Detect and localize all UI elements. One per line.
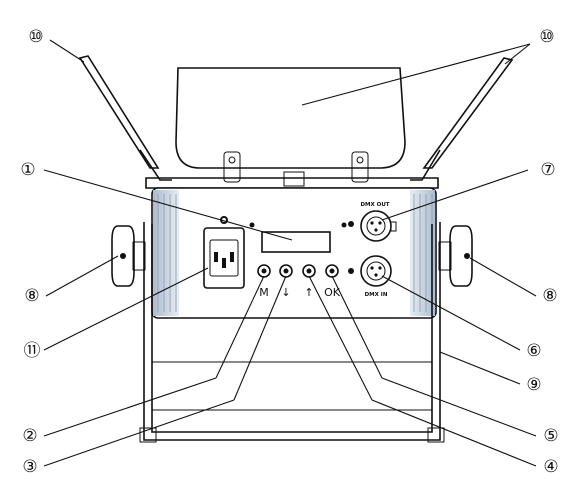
callout-10-right: ⑩ [539,27,554,47]
callout-7: ⑦ [540,160,555,180]
callout-1: ① [20,160,35,180]
lcd-display [261,231,331,253]
barn-door-top [175,67,406,187]
callout-2: ② [22,426,37,446]
barn-door-arm-left [78,55,172,181]
callout-3: ③ [22,457,37,477]
callout-8-left: ⑧ [24,286,39,306]
knob-left[interactable] [111,225,146,287]
mounting-yoke [139,222,445,443]
top-rail [145,177,439,189]
svg-text:↑: ↑ [304,286,313,299]
callout-11: ⑪ [24,341,41,361]
power-inlet [203,216,245,289]
leader-lines [43,39,537,467]
callout-6: ⑥ [526,341,541,361]
callout-4: ④ [543,457,558,477]
knob-right[interactable] [438,225,473,287]
callout-8-right: ⑧ [542,286,557,306]
dmx-in-connector: DMX IN [348,255,392,298]
control-buttons: M ↓ ↑ OK [257,264,341,299]
barn-door-arm-right [410,57,514,181]
svg-text:OK: OK [324,286,341,299]
svg-text:DMX IN: DMX IN [365,292,388,298]
callout-10-left: ⑩ [28,27,43,47]
svg-text:M: M [259,286,269,299]
housing [151,187,437,319]
callout-numbers: ⑩ ⑩ ① ⑦ ⑧ ⑧ ⑪ ⑥ ⑨ ② ⑤ ③ ④ [20,27,558,477]
dmx-out-connector: DMX OUT [348,202,397,242]
svg-text:↓: ↓ [281,286,290,299]
callout-9: ⑨ [526,375,541,395]
svg-text:DMX OUT: DMX OUT [360,202,389,208]
button-ok[interactable]: OK [324,264,341,299]
callout-5: ⑤ [543,426,558,446]
